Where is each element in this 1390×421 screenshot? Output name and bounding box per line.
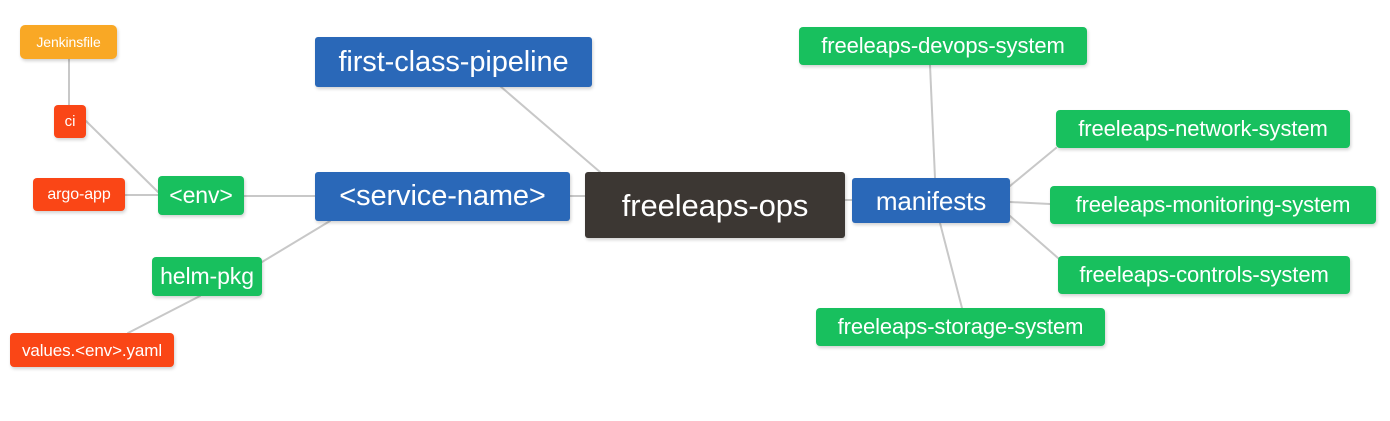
node-label-devops: freeleaps-devops-system	[821, 33, 1065, 58]
node-devops[interactable]: freeleaps-devops-system	[799, 27, 1087, 65]
node-controls[interactable]: freeleaps-controls-system	[1058, 256, 1350, 294]
edge-manifests-to-network	[1009, 147, 1057, 187]
node-label-monitoring: freeleaps-monitoring-system	[1075, 192, 1351, 217]
node-label-ci: ci	[64, 113, 76, 130]
edge-helm-pkg-to-service-name	[261, 220, 331, 263]
node-service-name[interactable]: <service-name>	[315, 172, 570, 221]
edge-pipeline-to-root	[499, 85, 601, 173]
node-label-env: <env>	[169, 182, 233, 208]
node-label-argo-app: argo-app	[47, 185, 111, 203]
node-label-pipeline: first-class-pipeline	[338, 45, 569, 78]
edge-manifests-to-monitoring	[1009, 201, 1051, 205]
node-label-manifests: manifests	[875, 185, 987, 216]
node-monitoring[interactable]: freeleaps-monitoring-system	[1050, 186, 1376, 224]
edge-values-yaml-to-helm-pkg	[127, 295, 201, 334]
node-label-helm-pkg: helm-pkg	[160, 263, 254, 289]
node-ci[interactable]: ci	[54, 105, 86, 138]
edge-manifests-to-devops	[929, 64, 936, 179]
node-jenkinsfile[interactable]: Jenkinsfile	[20, 25, 117, 59]
node-root[interactable]: freeleaps-ops	[585, 172, 845, 238]
node-label-values-yaml: values.<env>.yaml	[21, 340, 163, 360]
node-label-jenkinsfile: Jenkinsfile	[36, 34, 101, 50]
node-values-yaml[interactable]: values.<env>.yaml	[10, 333, 174, 367]
node-label-controls: freeleaps-controls-system	[1079, 262, 1329, 287]
node-helm-pkg[interactable]: helm-pkg	[152, 257, 262, 296]
node-label-storage: freeleaps-storage-system	[837, 314, 1084, 339]
node-env[interactable]: <env>	[158, 176, 244, 215]
node-label-root: freeleaps-ops	[621, 187, 809, 223]
node-storage[interactable]: freeleaps-storage-system	[816, 308, 1105, 346]
node-argo-app[interactable]: argo-app	[33, 178, 125, 211]
node-manifests[interactable]: manifests	[852, 178, 1010, 223]
edge-manifests-to-storage	[939, 222, 963, 309]
node-network[interactable]: freeleaps-network-system	[1056, 110, 1350, 148]
node-label-service-name: <service-name>	[339, 180, 546, 212]
node-pipeline[interactable]: first-class-pipeline	[315, 37, 592, 87]
node-label-network: freeleaps-network-system	[1078, 116, 1328, 141]
